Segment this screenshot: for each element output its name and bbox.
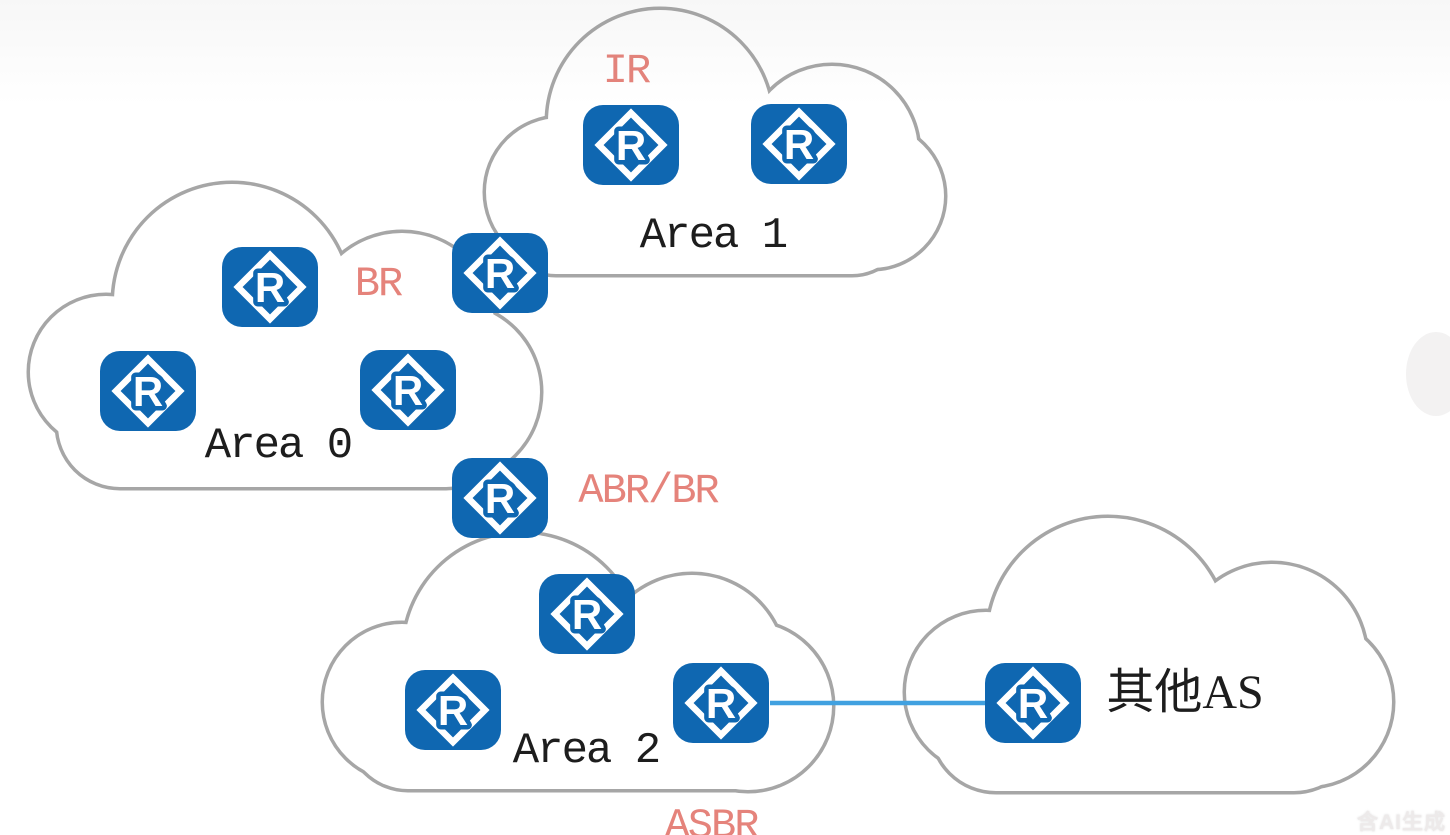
label-abr-br: ABR/BR: [578, 467, 719, 515]
cloud-other-as-fill: [906, 518, 1392, 791]
router-icon-abr-br: [452, 458, 548, 538]
ai-generated-watermark: 含AI生成: [1357, 811, 1446, 834]
router-icon-area1-1: [583, 105, 679, 185]
router-icon-area0-2: [100, 351, 196, 431]
router-icon-area2-1: [539, 574, 635, 654]
router-icon-other-as: [985, 663, 1081, 743]
label-area1: Area 1: [639, 211, 788, 261]
label-other-as: 其他AS: [1106, 666, 1264, 719]
router-icon-area0-1: [222, 247, 318, 327]
label-br: BR: [354, 260, 403, 308]
router-icon-asbr: [673, 663, 769, 743]
label-area2: Area 2: [512, 726, 661, 776]
router-icon-area0-3: [360, 350, 456, 430]
label-area0: Area 0: [204, 421, 353, 471]
router-icon-area2-2: [405, 670, 501, 750]
label-ir: IR: [602, 47, 651, 95]
router-icon-area1-2: [751, 104, 847, 184]
router-icon-br: [452, 233, 548, 313]
label-asbr: ASBR: [664, 802, 760, 835]
